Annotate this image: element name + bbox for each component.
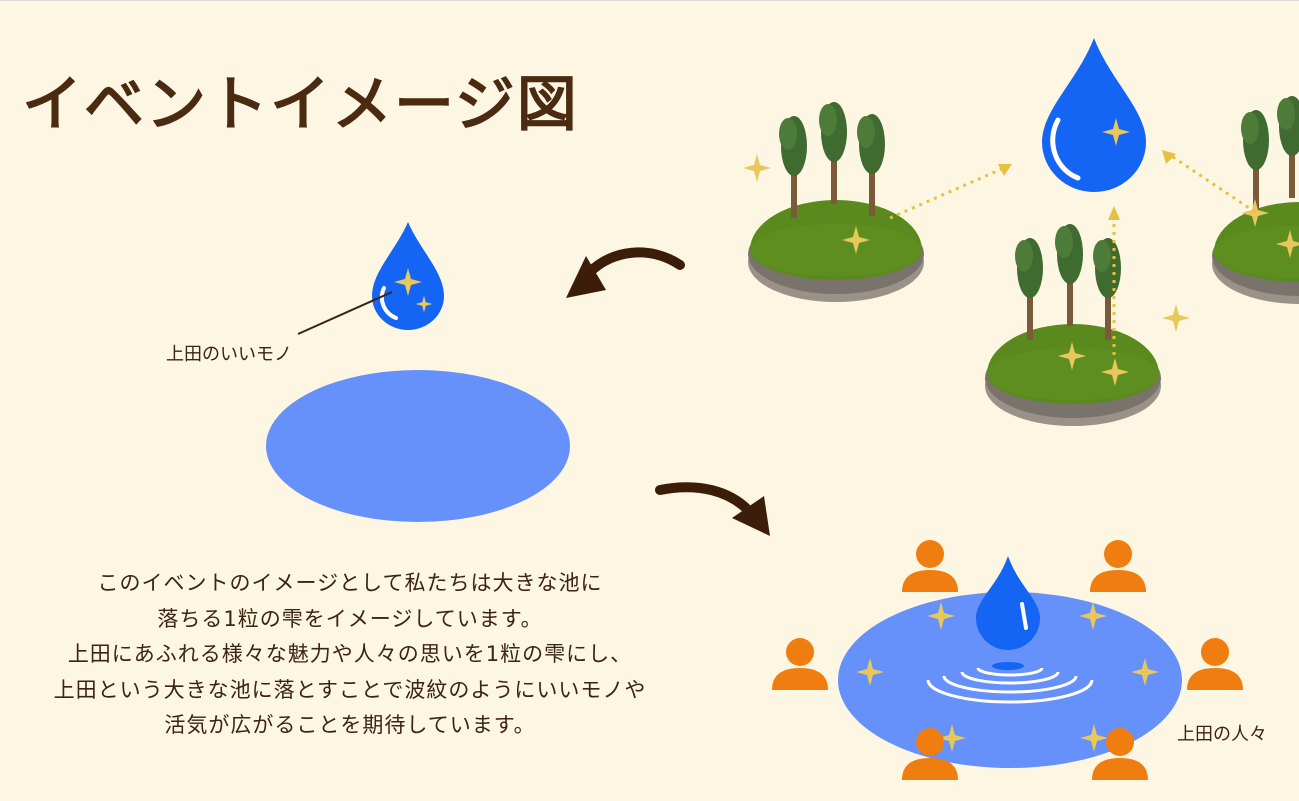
drop-label: 上田のいいモノ: [166, 344, 292, 365]
big-pond-shape: [838, 592, 1182, 768]
tree-icon: [779, 116, 807, 218]
sparkle-icon: [1162, 304, 1190, 332]
description-line: 落ちる1粒の雫をイメージしています。: [157, 606, 543, 631]
sparkle-icon: [743, 154, 771, 182]
tree-icon: [1055, 224, 1083, 326]
description-text: このイベントのイメージとして私たちは大きな池に 落ちる1粒の雫をイメージしていま…: [0, 566, 700, 744]
forest-island-left: [743, 102, 924, 302]
tree-icon: [1015, 238, 1043, 340]
description-line: このイベントのイメージとして私たちは大きな池に: [97, 571, 603, 595]
tree-icon: [857, 114, 885, 216]
small-water-drop-icon: [372, 222, 444, 330]
person-icon: [1187, 638, 1243, 690]
forest-island-right: [1212, 96, 1299, 304]
person-icon: [1090, 540, 1146, 592]
tree-icon: [1093, 238, 1121, 340]
people-label: 上田の人々: [1177, 724, 1267, 745]
water-drop-icon: [976, 556, 1040, 670]
dotted-arrows: [889, 153, 1256, 355]
tree-icon: [1277, 96, 1299, 198]
person-icon: [772, 638, 828, 690]
description-line: 上田にあふれる様々な魅力や人々の思いを1粒の雫にし、: [67, 642, 633, 666]
description-line: 上田という大きな池に落とすことで波紋のようにいいモノや: [53, 677, 647, 702]
forest-island-center: [985, 224, 1190, 426]
ripple-icon: [926, 667, 1094, 704]
drop-pointer-line: [297, 291, 393, 335]
curved-arrow-icon: [655, 482, 770, 536]
tree-icon: [819, 102, 847, 204]
page-title: イベントイメージ図: [22, 70, 579, 140]
curved-arrow-icon: [566, 247, 685, 298]
pond-shape: [266, 370, 570, 522]
description-line: 活気が広がることを期待しています。: [164, 713, 536, 737]
big-water-drop-icon: [1042, 38, 1146, 192]
person-icon: [902, 540, 958, 592]
top-border: [0, 0, 1299, 1]
tree-icon: [1241, 110, 1269, 212]
